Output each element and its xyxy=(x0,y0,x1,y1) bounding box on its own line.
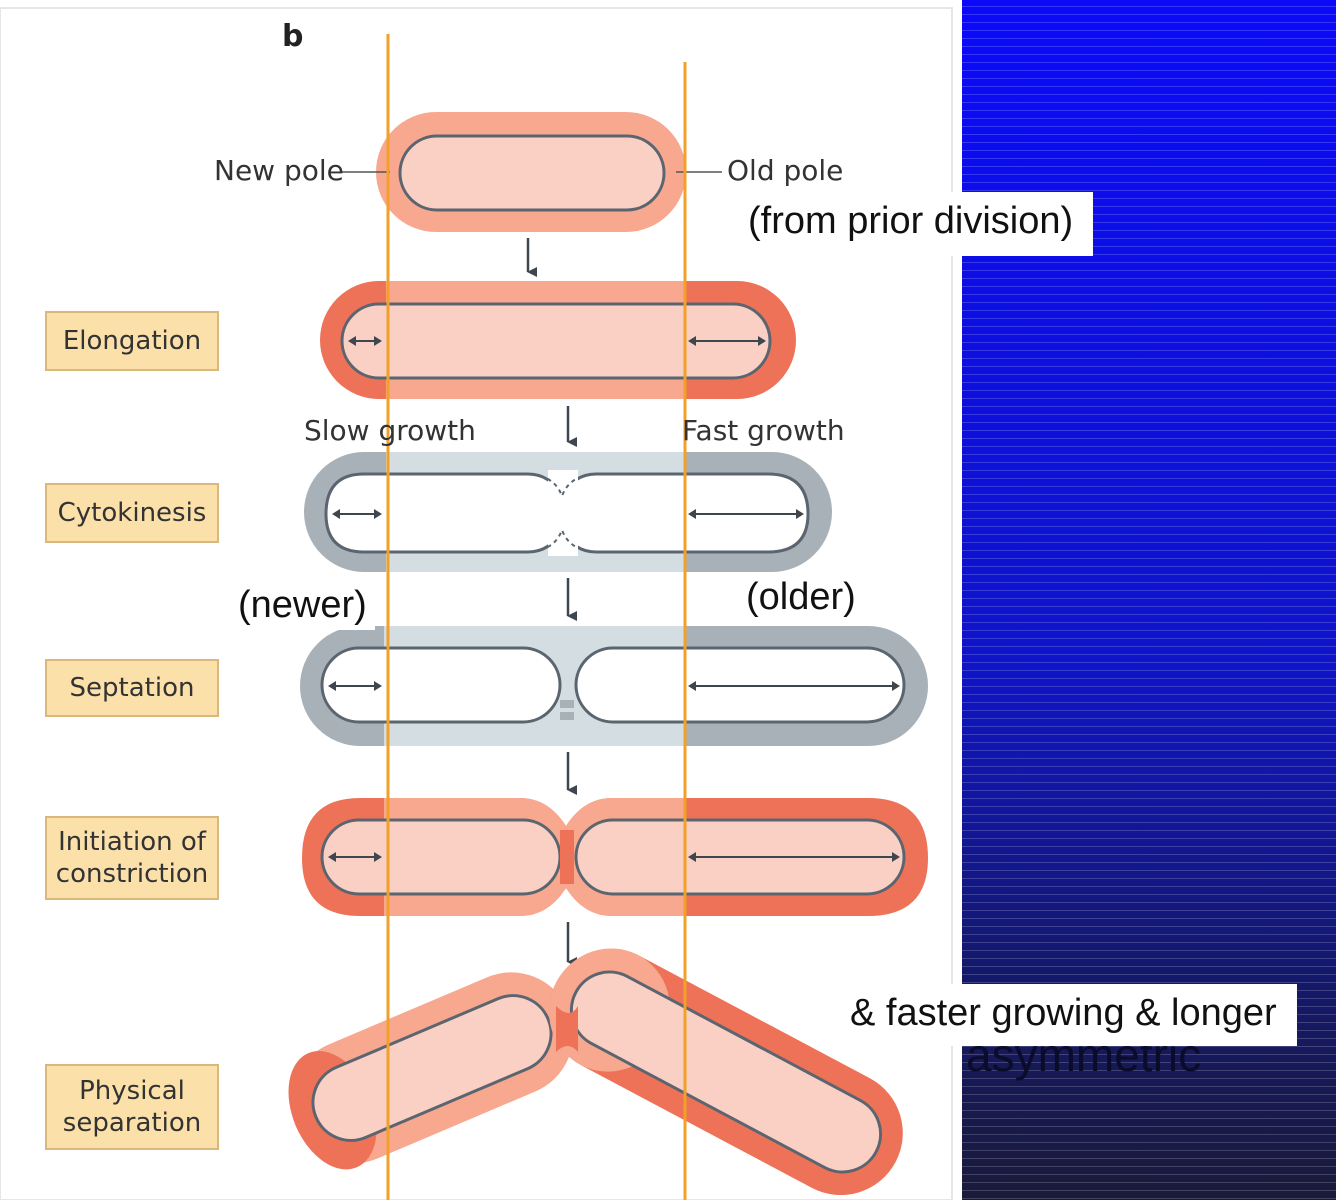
cell-newborn xyxy=(342,112,722,232)
from-prior-division-note: (from prior division) xyxy=(740,192,1094,256)
cell-constriction xyxy=(302,798,928,916)
stage-label-separation: Physical separation xyxy=(45,1064,219,1150)
stage-label-initiation: Initiation of constriction xyxy=(45,816,219,900)
cell-elongation xyxy=(320,281,796,399)
stage-label-cytokinesis: Cytokinesis xyxy=(45,483,219,543)
panel-letter: b xyxy=(282,19,304,54)
cell-septation xyxy=(300,626,928,746)
fast-growth-label: Fast growth xyxy=(682,414,845,447)
cell-separation xyxy=(288,948,903,1196)
old-pole-label: Old pole xyxy=(727,154,844,187)
new-pole-label: New pole xyxy=(214,154,344,187)
stage-label-elongation: Elongation xyxy=(45,311,219,371)
slow-growth-label: Slow growth xyxy=(304,414,476,447)
newer-note: (newer) xyxy=(232,582,375,630)
older-note: (older) xyxy=(740,574,870,626)
stage-label-septation: Septation xyxy=(45,659,219,717)
cell-cytokinesis xyxy=(304,452,832,572)
faster-growing-note: & faster growing & longer xyxy=(844,984,1297,1046)
